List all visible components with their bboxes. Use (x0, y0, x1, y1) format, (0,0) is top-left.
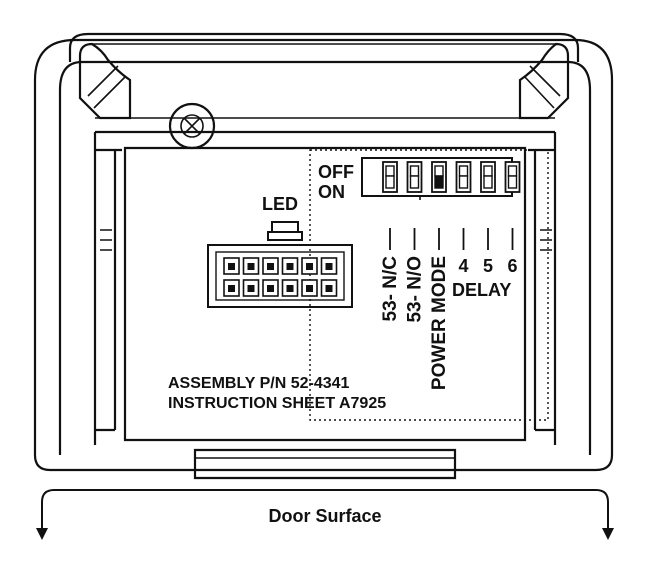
circuit-board (123, 146, 527, 442)
connector-pin (242, 257, 260, 275)
dip-switch-6 (504, 161, 521, 193)
connector-pin (242, 279, 260, 297)
connector-pin (223, 257, 240, 275)
switch-region-outline (309, 149, 549, 421)
delay-label: DELAY (452, 280, 511, 300)
switch-label-5: 5 (483, 228, 493, 276)
switch-label-3: POWER MODE (429, 228, 450, 390)
bottom-tab (193, 448, 457, 480)
led-indicator (267, 221, 303, 241)
connector-pin (281, 279, 299, 297)
connector-pin (262, 257, 279, 275)
dip-switch-5 (480, 161, 496, 193)
door-surface-arrow (41, 489, 609, 530)
connector-pin (320, 257, 338, 275)
switch-label-text-3: POWER MODE (429, 256, 450, 390)
led-label: LED (262, 194, 298, 214)
instruction-sheet-label: INSTRUCTION SHEET A7925 (168, 395, 386, 412)
right-clip-hook (518, 42, 570, 120)
dip-switches (382, 161, 521, 193)
switch-label-4: 4 (458, 228, 469, 276)
switch-label-1: 53- N/C (380, 228, 401, 321)
switch-label-2: 53- N/O (405, 228, 426, 323)
left-clip-hook (78, 42, 132, 120)
switch-label-text-5: 5 (483, 256, 493, 276)
assembly-part-number: ASSEMBLY P/N 52-4341 (168, 375, 350, 392)
switch-label-text-1: 53- N/C (380, 256, 401, 322)
right-side-rail (528, 132, 557, 445)
connector-pin (223, 279, 240, 297)
top-clip (68, 32, 580, 62)
dip-switch-4 (455, 161, 472, 193)
connector-pin (301, 279, 318, 297)
left-arrowhead (36, 528, 48, 540)
dip-switch-3 (431, 161, 447, 193)
pin-connector (207, 244, 353, 308)
switch-label-text-4: 4 (458, 256, 468, 276)
door-surface-label: Door Surface (268, 506, 381, 526)
switch-label-text-2: 53- N/O (405, 256, 426, 323)
connector-pin (301, 257, 318, 275)
left-side-rail (93, 132, 122, 445)
connector-pins (223, 257, 338, 297)
dip-switch-2 (406, 161, 423, 193)
dip-switch-1 (382, 161, 398, 193)
connector-pin (281, 257, 299, 275)
outer-housing (33, 38, 614, 472)
off-label: OFF (318, 162, 354, 182)
switch-label-text-6: 6 (507, 256, 517, 276)
connector-pin (320, 279, 338, 297)
connector-pin (262, 279, 279, 297)
switch-label-6: 6 (507, 228, 518, 276)
on-label: ON (318, 182, 345, 202)
right-arrowhead (602, 528, 614, 540)
